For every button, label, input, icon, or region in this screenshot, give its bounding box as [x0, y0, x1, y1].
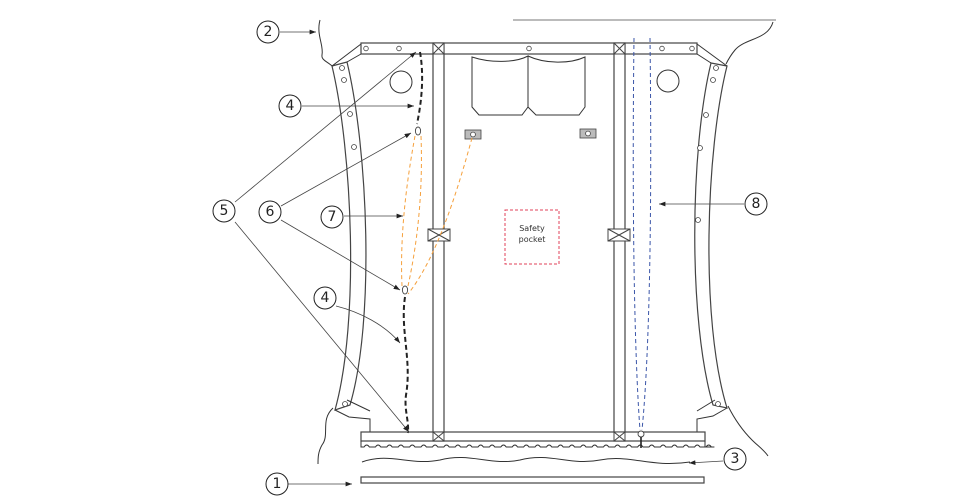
callout-4-top: 4 [278, 94, 302, 118]
port-circle-left [389, 70, 413, 94]
cross-boxes [427, 42, 631, 442]
top-left-connector [331, 43, 362, 67]
tie-lines-orange [401, 135, 473, 295]
ring-upper [414, 126, 422, 136]
svg-text:7: 7 [328, 209, 337, 225]
right-top-edge [725, 21, 774, 65]
callout-1: 1 [265, 472, 289, 496]
left-top-edge [318, 19, 333, 67]
guide-ring [637, 430, 645, 438]
top-right-connector [696, 43, 728, 67]
callout-8: 8 [744, 192, 768, 216]
bottom-bar [360, 431, 706, 442]
curtain-edge-upper [416, 51, 424, 125]
callout-7: 7 [320, 205, 344, 229]
leader-arrows [234, 29, 744, 487]
left-bottom-edge [317, 407, 334, 465]
pocket-left [471, 55, 529, 116]
svg-text:8: 8 [752, 196, 761, 212]
curtain-edge-lower [402, 296, 410, 434]
side-strip-eyelets [339, 65, 721, 407]
bottom-right-connector [696, 399, 728, 432]
wavy-line [361, 457, 691, 465]
right-bottom-edge [727, 405, 769, 457]
callout-5: 5 [212, 199, 236, 223]
safety-pocket-box [504, 209, 560, 265]
bracket-right [579, 128, 597, 139]
svg-text:4: 4 [321, 290, 330, 306]
ring-lower [401, 285, 409, 295]
svg-text:3: 3 [731, 451, 740, 467]
svg-text:4: 4 [286, 98, 295, 114]
callout-2: 2 [256, 20, 280, 44]
guide-lines-blue [632, 37, 652, 431]
svg-text:6: 6 [266, 204, 275, 220]
right-side-strip [694, 62, 728, 409]
bottom-rail [360, 476, 705, 484]
left-post [432, 42, 445, 442]
callout-4-bottom: 4 [313, 286, 337, 310]
safety-pocket-label-line1: Safety [519, 224, 545, 233]
bottom-left-connector [334, 399, 371, 432]
scalloped-edge [360, 441, 715, 448]
callout-6: 6 [258, 200, 282, 224]
bracket-left [464, 129, 482, 140]
svg-text:1: 1 [273, 476, 282, 492]
svg-text:2: 2 [264, 24, 273, 40]
svg-text:5: 5 [220, 203, 229, 219]
callout-3: 3 [723, 447, 747, 471]
safety-pocket-label-line2: pocket [519, 235, 546, 244]
left-side-strip [331, 61, 367, 411]
right-post [613, 42, 626, 442]
port-circle-right [656, 69, 680, 93]
pocket-right [527, 55, 586, 116]
top-bar-eyelets [363, 45, 695, 52]
